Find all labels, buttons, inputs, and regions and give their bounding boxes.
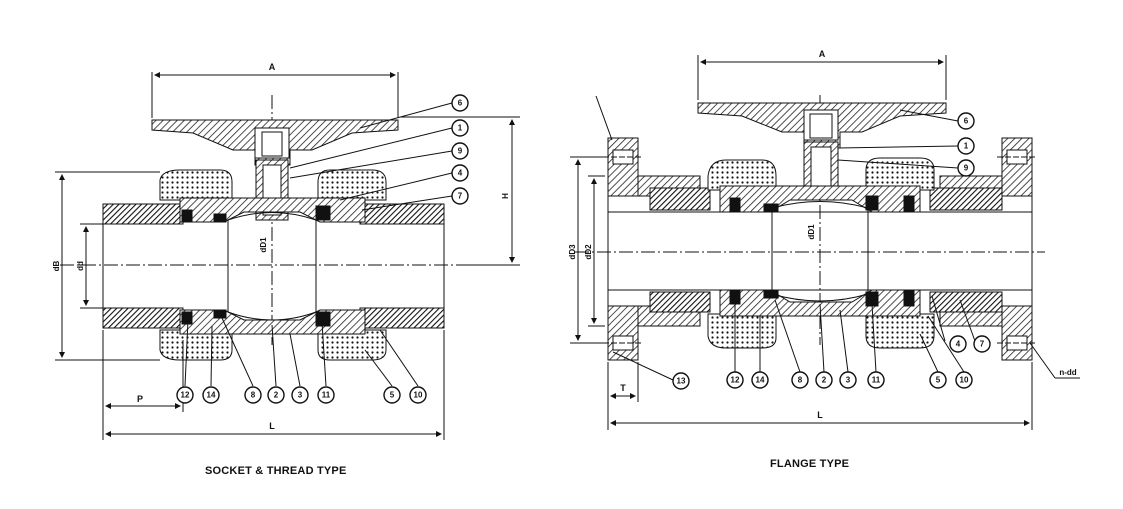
left-bubble-11: 11 xyxy=(317,386,335,404)
left-bubble-14: 14 xyxy=(202,386,220,404)
left-union-nut-left-top xyxy=(159,169,233,201)
caption-flange-type: FLANGE TYPE xyxy=(770,458,850,470)
svg-text:8: 8 xyxy=(251,391,256,400)
left-bubble-10: 10 xyxy=(409,386,427,404)
svg-text:5: 5 xyxy=(936,376,941,385)
svg-text:10: 10 xyxy=(960,376,969,385)
caption-socket-thread-type: SOCKET & THREAD TYPE xyxy=(205,465,347,477)
svg-text:2: 2 xyxy=(274,391,279,400)
svg-text:3: 3 xyxy=(298,391,303,400)
left-dim-p: P xyxy=(137,394,143,404)
right-view-flange: A dD3 dD2 dD1 T L n-dd xyxy=(568,49,1080,430)
svg-text:9: 9 xyxy=(964,164,969,173)
left-dim-h: H xyxy=(501,193,510,199)
right-dim-dd3: dD3 xyxy=(568,244,577,260)
right-bubble-11: 11 xyxy=(867,371,885,389)
svg-text:10: 10 xyxy=(414,391,423,400)
right-flange-left-top xyxy=(607,137,639,197)
right-bubble-1: 1 xyxy=(957,137,975,155)
right-bubble-14: 14 xyxy=(751,371,769,389)
svg-text:9: 9 xyxy=(458,147,463,156)
right-bubble-12: 12 xyxy=(726,371,744,389)
svg-text:6: 6 xyxy=(458,99,463,108)
left-bubble-1: 1 xyxy=(451,119,469,137)
right-bubble-3: 3 xyxy=(839,371,857,389)
right-bubble-8: 8 xyxy=(791,371,809,389)
svg-text:14: 14 xyxy=(756,376,765,385)
svg-text:2: 2 xyxy=(822,376,827,385)
svg-text:4: 4 xyxy=(956,340,961,349)
right-bubble-2: 2 xyxy=(815,371,833,389)
svg-text:5: 5 xyxy=(390,391,395,400)
right-bubble-10: 10 xyxy=(955,371,973,389)
right-bubble-7: 7 xyxy=(973,335,991,353)
left-bubble-7: 7 xyxy=(451,187,469,205)
right-bubbles: 6 1 9 4 7 13 12 14 8 2 3 11 5 10 xyxy=(672,112,991,390)
svg-text:14: 14 xyxy=(207,391,216,400)
svg-text:12: 12 xyxy=(181,391,190,400)
right-dim-dd2: dD2 xyxy=(584,244,593,260)
left-bubble-8: 8 xyxy=(244,386,262,404)
svg-text:12: 12 xyxy=(731,376,740,385)
left-bubble-4: 4 xyxy=(451,164,469,182)
left-bubble-2: 2 xyxy=(267,386,285,404)
left-end-connector-l xyxy=(102,203,184,225)
svg-text:8: 8 xyxy=(798,376,803,385)
right-dim-a: A xyxy=(819,49,826,59)
svg-text:1: 1 xyxy=(458,124,463,133)
svg-text:6: 6 xyxy=(964,117,969,126)
left-bubble-5: 5 xyxy=(383,386,401,404)
svg-text:7: 7 xyxy=(458,192,463,201)
svg-text:11: 11 xyxy=(322,391,331,400)
right-bubble-5: 5 xyxy=(929,371,947,389)
left-bubble-12: 12 xyxy=(176,386,194,404)
right-bubble-4: 4 xyxy=(949,335,967,353)
right-dim-t: T xyxy=(620,383,626,393)
right-bubble-13: 13 xyxy=(672,372,690,390)
left-bubble-3: 3 xyxy=(291,386,309,404)
left-bubble-6: 6 xyxy=(451,94,469,112)
svg-text:3: 3 xyxy=(846,376,851,385)
left-bubbles: 6 1 9 4 7 12 14 8 2 3 11 5 10 xyxy=(176,94,469,404)
left-dim-a: A xyxy=(269,62,276,72)
left-dim-db: dB xyxy=(52,260,61,271)
svg-text:1: 1 xyxy=(964,142,969,151)
right-dim-dd1: dD1 xyxy=(807,224,816,240)
left-bubble-9: 9 xyxy=(451,142,469,160)
right-dim-l: L xyxy=(817,410,823,420)
svg-text:11: 11 xyxy=(872,376,881,385)
right-bubble-9: 9 xyxy=(957,159,975,177)
right-bubble-6: 6 xyxy=(957,112,975,130)
left-dim-dd: dd xyxy=(76,261,85,271)
left-dim-l: L xyxy=(269,421,275,431)
svg-text:4: 4 xyxy=(458,169,463,178)
left-view-socket-thread: A H dB dd dD1 P L xyxy=(52,62,520,440)
left-dim-dd1: dD1 xyxy=(259,237,268,253)
right-dim-n-dd: n-dd xyxy=(1059,368,1076,377)
svg-text:13: 13 xyxy=(677,377,686,386)
svg-text:7: 7 xyxy=(980,340,985,349)
